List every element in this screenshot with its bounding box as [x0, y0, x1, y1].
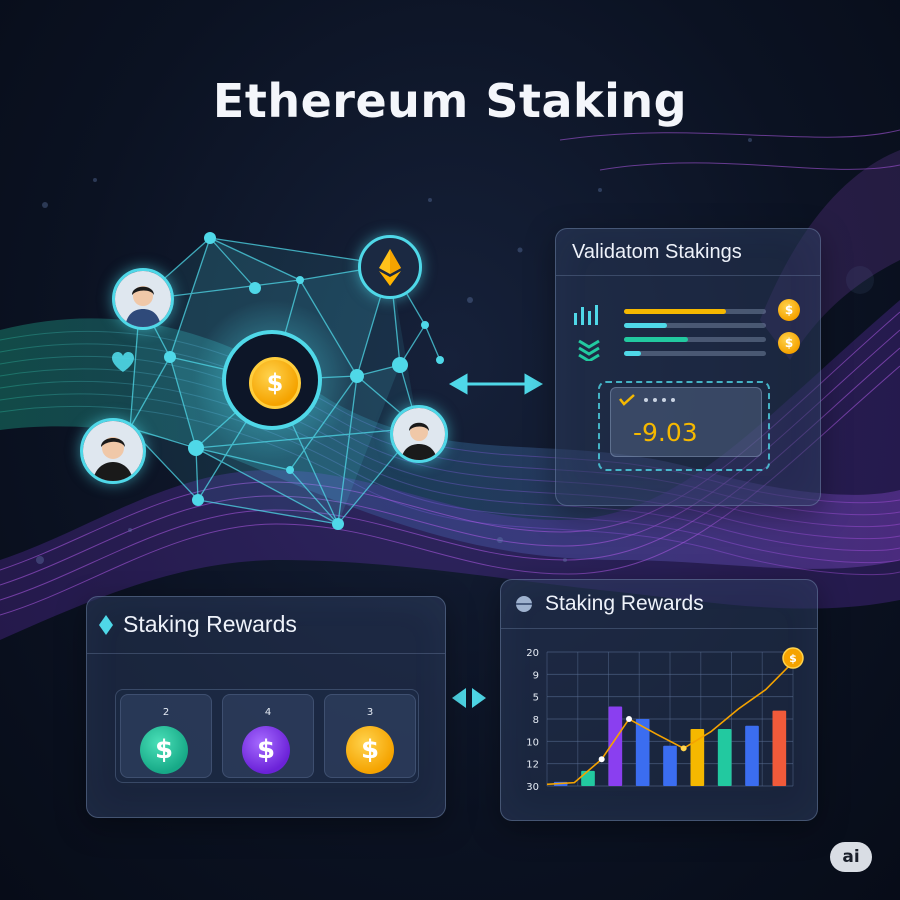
rewards-chart: 20 9 5 8 10 12 30 $ [526, 647, 804, 793]
person-icon [393, 408, 445, 460]
tile-number: 4 [264, 707, 272, 718]
panel-title: Validatom Stakings [572, 241, 742, 263]
dollar-coin [782, 647, 804, 669]
progress-track [624, 323, 766, 328]
reward-coin-green: $ [140, 726, 188, 774]
ethereum-node [358, 235, 422, 299]
chart-bar [717, 729, 732, 786]
dollar-coin: $ [778, 332, 800, 354]
y-tick-label: 9 [533, 670, 539, 681]
coin-symbol: $ [256, 735, 276, 765]
validator-avatar [80, 418, 146, 484]
progress-track [624, 309, 766, 314]
heart-icon [112, 352, 134, 372]
chart-bar [772, 710, 787, 786]
diamond-icon [99, 615, 113, 635]
progress-fill [624, 337, 688, 342]
validator-avatar [112, 268, 174, 330]
validator-avatar [390, 405, 448, 463]
page-title: Ethereum Staking [212, 74, 688, 128]
trend-point [626, 716, 632, 722]
chart-bar [690, 729, 705, 786]
wave-lines [0, 330, 900, 576]
double-arrow-icon [452, 688, 486, 708]
reward-coin-gold: $ [346, 726, 394, 774]
trend-point [598, 756, 605, 763]
staking-rewards-panel: Staking Rewards 2 4 3 $ $ $ [86, 596, 446, 818]
chart-bar [581, 770, 595, 786]
progress-fill [624, 351, 642, 356]
y-tick-label: 10 [526, 737, 539, 748]
reward-tiles: 2 4 3 $ $ $ [115, 689, 419, 783]
verified-icon [619, 394, 635, 406]
chart-bar [608, 706, 623, 786]
y-tick-label: 5 [533, 693, 539, 704]
value-frame [598, 381, 770, 471]
coin-symbol: $ [266, 369, 284, 397]
y-tick-label: 12 [526, 760, 539, 771]
ai-badge: ai [830, 842, 872, 872]
y-tick-label: 8 [533, 715, 539, 726]
layers-icon [578, 339, 600, 361]
progress-track [624, 337, 766, 342]
value-card: -9.03 [610, 387, 762, 457]
dollar-coin: $ [778, 299, 800, 321]
coin-symbol: $ [360, 735, 380, 765]
coin-symbol: $ [784, 303, 794, 317]
tile-number: 2 [162, 707, 170, 718]
chart-bar [745, 725, 759, 786]
panel-title: Staking Rewards [123, 611, 297, 637]
bar-chart-icon [574, 305, 598, 325]
person-icon [115, 271, 171, 327]
staking-value: -9.03 [633, 418, 698, 447]
chart-bar [663, 745, 677, 786]
y-tick-label: 30 [526, 782, 539, 793]
validator-stakings-panel: Validatom Stakings $ $ -9.03 [555, 228, 821, 506]
coin-symbol: $ [154, 735, 174, 765]
double-arrow-icon [448, 373, 544, 395]
progress-fill [624, 323, 667, 328]
y-tick-label: 20 [526, 648, 539, 659]
rewards-chart-panel: Staking Rewards 20 9 5 8 10 12 30 $ [500, 579, 818, 821]
dots-icon [644, 398, 675, 402]
wave-band-purple [0, 300, 900, 640]
ethereum-icon [379, 249, 401, 286]
chart-bar [635, 719, 650, 786]
progress-fill [624, 309, 727, 314]
coin-symbol: $ [784, 336, 794, 350]
progress-track [624, 351, 766, 356]
reward-coin-purple: $ [242, 726, 290, 774]
coin-symbol: $ [789, 652, 797, 665]
panel-title: Staking Rewards [545, 592, 704, 615]
center-dollar-coin: $ [249, 357, 301, 409]
trend-line [546, 661, 794, 786]
tile-number: 3 [366, 707, 374, 718]
coin-stack-icon [516, 596, 532, 612]
person-icon [83, 421, 143, 481]
trend-point [680, 745, 687, 752]
